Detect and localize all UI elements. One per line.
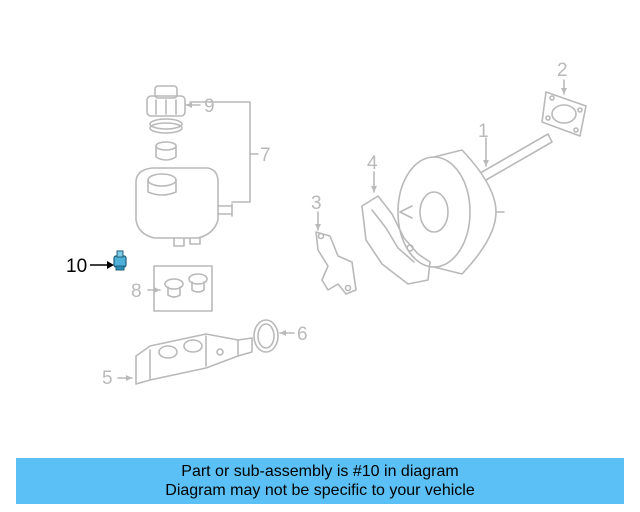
banner-line-2: Diagram may not be specific to your vehi…: [165, 482, 475, 499]
banner-line-1: Part or sub-assembly is #10 in diagram: [181, 463, 459, 480]
o-ring-part: [253, 319, 279, 353]
callout-5: 5: [102, 368, 113, 389]
callout-9: 9: [204, 96, 215, 117]
reservoir-cap-part: [146, 85, 186, 134]
callout-7-bracket: [189, 101, 259, 203]
mounting-bracket-part: [315, 231, 357, 295]
callout-8: 8: [131, 281, 142, 302]
callout-10-arrowhead: [107, 261, 114, 269]
reservoir-strainer-part: [155, 141, 177, 161]
info-banner: Part or sub-assembly is #10 in diagram D…: [16, 458, 624, 504]
callout-7: 7: [260, 145, 271, 166]
callout-2: 2: [557, 60, 568, 81]
callout-10: 10: [66, 256, 87, 277]
callout-6: 6: [297, 324, 308, 345]
heat-shield-part: [361, 195, 431, 285]
brake-fluid-reservoir-part: [135, 167, 233, 247]
gasket-part: [541, 91, 587, 137]
brake-booster-part: [397, 133, 553, 275]
highlighted-part-10[interactable]: [113, 250, 127, 271]
callout-4: 4: [367, 153, 378, 174]
parts-diagram: 1 2 3 4 5 6 7 8 9 10: [66, 60, 587, 389]
callout-1: 1: [478, 121, 489, 142]
master-cylinder-part: [135, 333, 253, 385]
callout-3: 3: [311, 193, 322, 214]
grommet-seals-part: [153, 265, 213, 312]
